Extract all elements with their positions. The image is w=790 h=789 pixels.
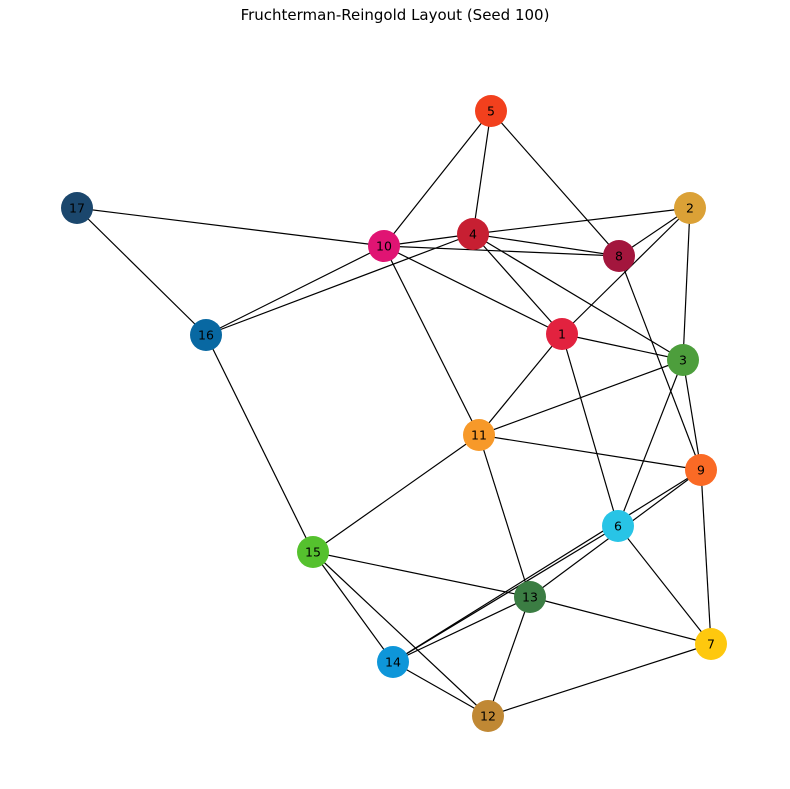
edge-16-10 [205,245,385,336]
edge-5-10 [383,110,492,247]
node-circle [602,510,634,542]
edge-3-6 [617,359,684,527]
node-circle [674,192,706,224]
edge-12-7 [487,643,712,717]
edge-9-14 [392,469,702,663]
edge-16-15 [205,334,314,553]
edge-1-6 [561,333,619,527]
node-11: 11 [463,419,495,451]
edge-5-4 [472,110,492,235]
node-15: 15 [297,536,329,568]
edge-13-12 [487,596,531,717]
node-label: 2 [686,201,694,216]
node-3: 3 [667,344,699,376]
edge-6-7 [617,525,712,645]
edge-10-11 [383,245,480,436]
node-label: 15 [305,545,321,560]
node-17: 17 [61,192,93,224]
node-6: 6 [602,510,634,542]
node-label: 5 [487,104,495,119]
node-10: 10 [368,230,400,262]
edge-4-3 [472,233,684,361]
chart-title: Fruchterman-Reingold Layout (Seed 100) [240,6,550,24]
node-label: 14 [385,655,401,670]
edge-9-7 [700,469,712,645]
node-1: 1 [546,318,578,350]
edge-4-1 [472,233,563,335]
edge-14-12 [392,661,489,717]
edge-15-13 [312,551,531,598]
edge-17-10 [76,207,385,247]
edge-8-9 [618,255,702,471]
node-circle [546,318,578,350]
node-circle [377,646,409,678]
node-circle [457,218,489,250]
edge-17-16 [76,207,207,336]
node-circle [514,581,546,613]
node-label: 10 [376,239,392,254]
edge-4-8 [472,233,620,257]
edge-11-9 [478,434,702,471]
node-circle [190,319,222,351]
node-circle [472,700,504,732]
node-label: 16 [198,328,214,343]
edge-1-11 [478,333,563,436]
edge-15-12 [312,551,489,717]
node-7: 7 [695,628,727,660]
edge-15-14 [312,551,394,663]
node-13: 13 [514,581,546,613]
edge-13-7 [529,596,712,645]
node-8: 8 [603,240,635,272]
node-circle [603,240,635,272]
node-circle [463,419,495,451]
node-circle [368,230,400,262]
node-12: 12 [472,700,504,732]
edge-13-14 [392,596,531,663]
node-14: 14 [377,646,409,678]
node-label: 9 [697,463,705,478]
node-circle [297,536,329,568]
edge-10-1 [383,245,563,335]
edge-2-3 [682,207,691,361]
node-label: 6 [614,519,622,534]
node-label: 4 [469,227,477,242]
node-label: 3 [679,353,687,368]
node-4: 4 [457,218,489,250]
node-label: 17 [69,201,85,216]
node-9: 9 [685,454,717,486]
node-label: 13 [522,590,538,605]
node-label: 1 [558,327,566,342]
node-label: 11 [471,428,487,443]
edge-6-14 [392,525,619,663]
node-2: 2 [674,192,706,224]
node-5: 5 [475,95,507,127]
edge-11-13 [478,434,531,598]
edge-1-3 [561,333,684,361]
edge-3-9 [682,359,702,471]
edge-4-2 [472,207,691,235]
node-circle [475,95,507,127]
edge-2-1 [561,207,691,335]
node-circle [667,344,699,376]
node-16: 16 [190,319,222,351]
edge-11-15 [312,434,480,553]
edge-16-4 [205,233,474,336]
node-label: 8 [615,249,623,264]
node-circle [685,454,717,486]
node-circle [61,192,93,224]
edge-5-8 [490,110,620,257]
node-label: 7 [707,637,715,652]
edge-3-11 [478,359,684,436]
edge-layer [76,110,712,717]
node-circle [695,628,727,660]
node-label: 12 [480,709,496,724]
